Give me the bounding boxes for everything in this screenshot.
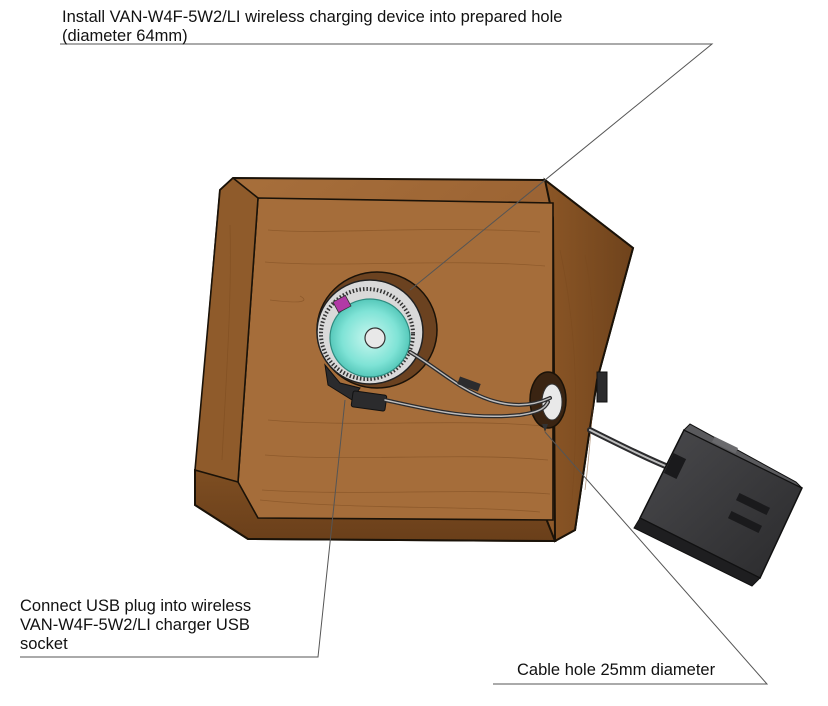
charger-indicator	[332, 294, 352, 314]
wood-grain	[221, 224, 595, 513]
box-right-side	[543, 177, 635, 543]
install-device-annotation: Install VAN-W4F-5W2/LI wireless charging…	[62, 8, 562, 46]
usb-connection-line2: VAN-W4F-5W2/LI charger USB	[20, 616, 250, 634]
install-device-line2: (diameter 64mm)	[62, 27, 188, 45]
usb-connection-line3: socket	[20, 635, 68, 653]
leader-lines	[20, 43, 769, 685]
cable-hole-arrow	[542, 424, 548, 432]
cable-hole-text: Cable hole 25mm diameter	[517, 661, 716, 679]
power-adapter	[633, 423, 803, 587]
install-device-line1: Install VAN-W4F-5W2/LI wireless charging…	[62, 8, 563, 26]
charger-center-hole	[364, 327, 386, 349]
usb-connection-annotation: Connect USB plug into wireless VAN-W4F-5…	[20, 597, 251, 654]
leader-line-usb	[20, 399, 346, 658]
leader-line-install	[60, 43, 714, 291]
box-inner-bevel	[194, 176, 259, 484]
usb-connection-line1: Connect USB plug into wireless	[20, 597, 252, 615]
usb-plug	[350, 390, 388, 412]
leader-line-cable	[493, 431, 769, 685]
charger-ridges	[319, 287, 415, 381]
wireless-charger	[316, 271, 438, 412]
wooden-box	[193, 176, 635, 543]
cable-hole-annotation: Cable hole 25mm diameter	[517, 661, 715, 680]
